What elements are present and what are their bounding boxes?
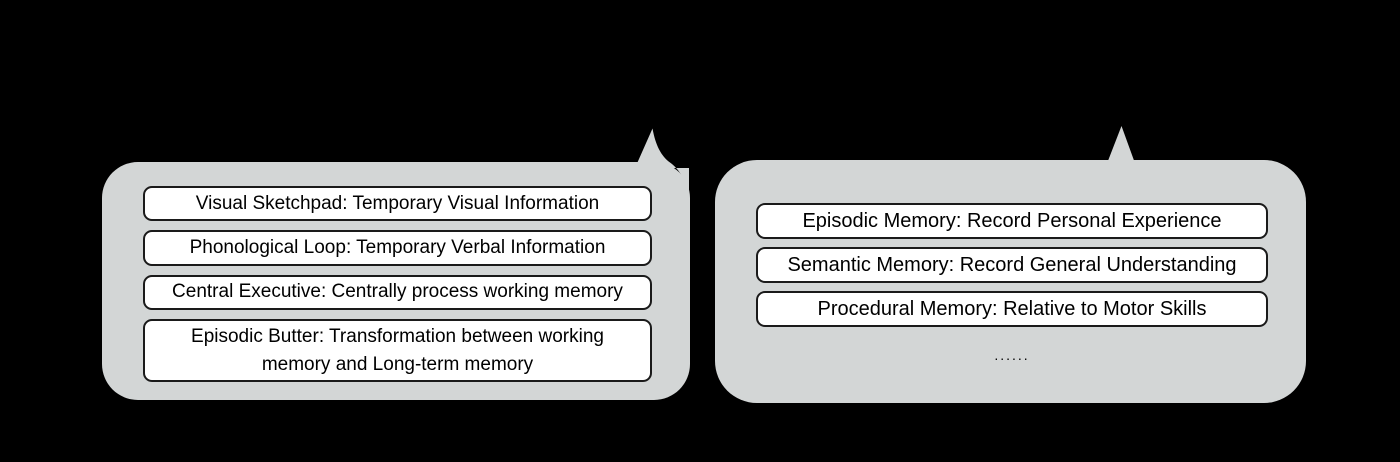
right-bubble-tail-icon xyxy=(1106,126,1136,166)
memory-item-text: Episodic Memory: Record Personal Experie… xyxy=(802,210,1222,232)
memory-item-box: Central Executive: Centrally process wor… xyxy=(143,274,652,311)
memory-item-text: Procedural Memory: Relative to Motor Ski… xyxy=(817,298,1207,320)
memory-item-box: Phonological Loop: Temporary Verbal Info… xyxy=(143,230,652,266)
memory-item-text: Episodic Butter: Transformation between … xyxy=(191,325,604,375)
memory-item-text: Central Executive: Centrally process wor… xyxy=(172,281,623,303)
memory-item-box: Visual Sketchpad: Temporary Visual Infor… xyxy=(143,186,652,222)
working-memory-bubble: Visual Sketchpad: Temporary Visual Infor… xyxy=(102,162,690,400)
memory-item-box: Episodic Butter: Transformation between … xyxy=(143,319,652,383)
memory-item-box: Procedural Memory: Relative to Motor Ski… xyxy=(756,291,1268,327)
memory-item-text: Phonological Loop: Temporary Verbal Info… xyxy=(189,237,606,259)
memory-item-box: Semantic Memory: Record General Understa… xyxy=(756,247,1268,283)
memory-item-text: Visual Sketchpad: Temporary Visual Infor… xyxy=(195,192,600,214)
long-term-memory-bubble: Episodic Memory: Record Personal Experie… xyxy=(715,160,1306,403)
memory-item-text: Semantic Memory: Record General Understa… xyxy=(787,254,1237,276)
ellipsis-text: ...... xyxy=(994,347,1030,363)
memory-item-box: Episodic Memory: Record Personal Experie… xyxy=(756,203,1268,239)
